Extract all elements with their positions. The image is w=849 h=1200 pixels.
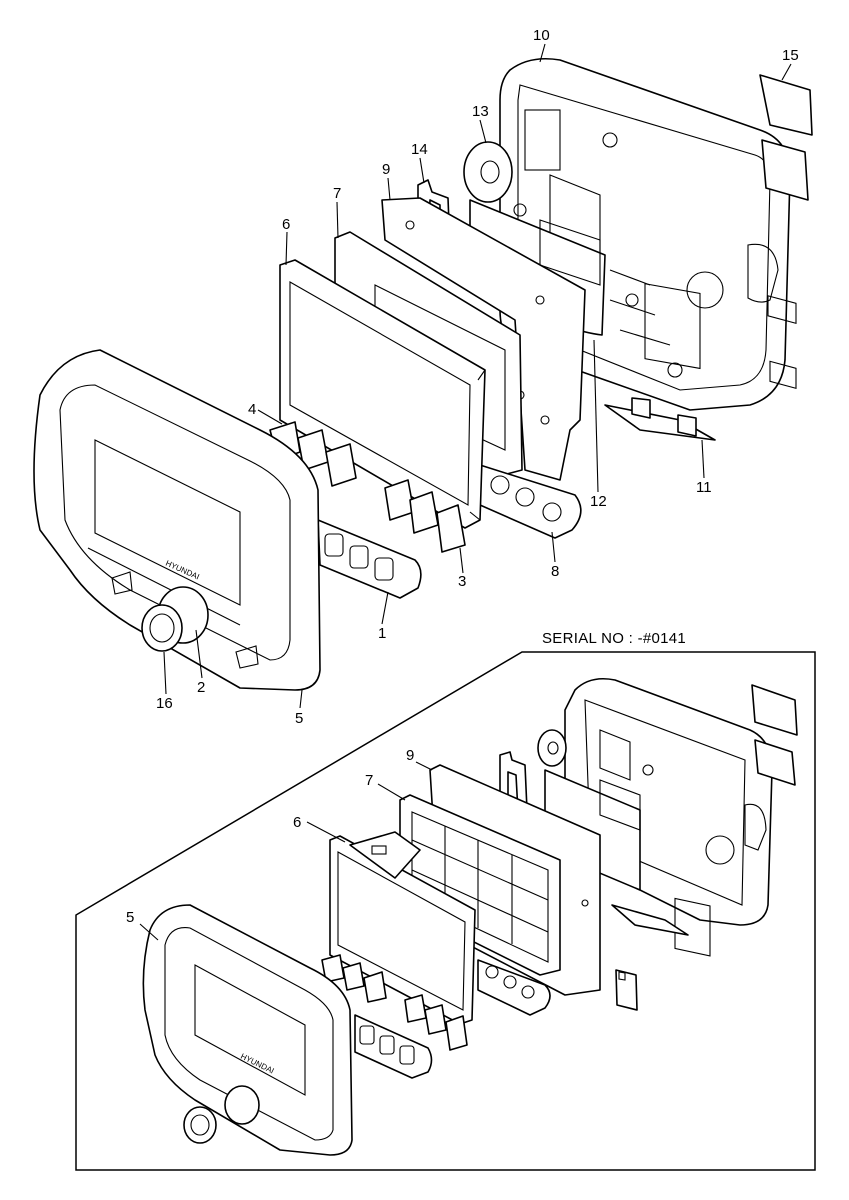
- callout-7: 7: [333, 185, 341, 202]
- callout-15: 15: [782, 47, 799, 64]
- key-pad: [317, 519, 422, 599]
- callout-1: 1: [378, 625, 386, 642]
- callout-2: 2: [197, 679, 205, 696]
- callout-4: 4: [248, 401, 256, 418]
- knob: [141, 586, 209, 652]
- inset-callout-9: 9: [406, 747, 414, 764]
- callout-5: 5: [295, 710, 303, 727]
- callout-3: 3: [458, 573, 466, 590]
- callout-12: 12: [590, 493, 607, 510]
- callout-9: 9: [382, 161, 390, 178]
- inset-callout-5: 5: [126, 909, 134, 926]
- button-rubber-strip: [479, 464, 582, 539]
- serial-number-label: SERIAL NO : -#0141: [542, 630, 686, 647]
- callout-13: 13: [472, 103, 489, 120]
- upper-callouts: 1 2 3 4 5 6 7 8 9 10 11 12 13 14 15 16: [156, 27, 799, 727]
- upper-assembly: HYUNDAI: [33, 57, 813, 691]
- mounting-bracket: [759, 74, 813, 389]
- callout-8: 8: [551, 563, 559, 580]
- upper-leader-lines: [163, 43, 792, 709]
- callout-11: 11: [696, 479, 712, 496]
- left-button-set: [269, 421, 357, 487]
- callout-10: 10: [533, 27, 550, 44]
- callout-16: 16: [156, 695, 173, 712]
- inset-callout-7: 7: [365, 772, 373, 789]
- inset-callouts: 5 6 7 9: [126, 747, 414, 926]
- front-bezel: HYUNDAI: [33, 349, 321, 691]
- inset-callout-6: 6: [293, 814, 301, 831]
- small-bracket: [604, 397, 716, 441]
- right-button-set: [384, 479, 466, 553]
- inset-leader-lines: [139, 761, 433, 941]
- inset-assembly: HYUNDAI: [142, 677, 798, 1156]
- callout-6: 6: [282, 216, 290, 233]
- inset-frame: [75, 651, 816, 1171]
- ring-seal: [463, 141, 513, 203]
- lcd-display: [279, 259, 486, 529]
- callout-14: 14: [411, 141, 428, 158]
